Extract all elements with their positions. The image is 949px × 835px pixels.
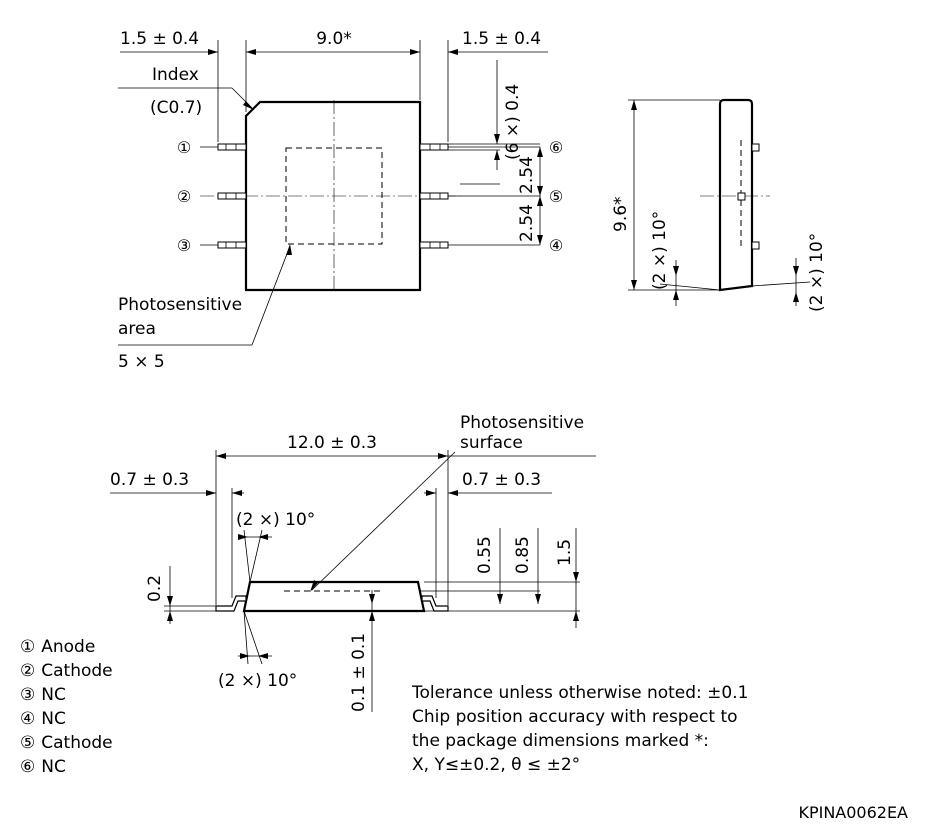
dim-right-lead-protrusion: 0.7 ± 0.3 [462,470,541,490]
pin-1-label: ① [177,138,191,157]
right-side-view: 9.6* (2 ×) 10° (2 ×) 10° [611,98,827,312]
dim-package-width: 9.0* [316,29,352,49]
angle-top: (2 ×) 10° [236,510,315,530]
pin-3-label: ③ [177,236,191,255]
note-line-4: X, Y≤±0.2, θ ≤ ±2° [412,755,580,775]
drawing-code: KPINA0062EA [798,803,908,822]
right-side-package-body [718,98,754,292]
index-label: Index [152,65,199,85]
dim-1-5: 1.5 [555,539,575,566]
photosensitive-surface-label-2: surface [460,433,523,453]
pin-5-label: ⑤ [549,187,563,206]
pin-2-label: ② [177,187,191,206]
dim-left-lead-length: 1.5 ± 0.4 [120,29,199,49]
dim-lead-width: (6 ×) 0.4 [503,84,523,160]
note-line-1: Tolerance unless otherwise noted: ±0.1 [411,683,748,703]
dim-side-height: 9.6* [611,196,631,232]
right-leads [419,143,540,249]
dim-0-55: 0.55 [475,536,495,574]
angle-bottom: (2 ×) 10° [218,671,297,691]
photosensitive-surface-label-1: Photosensitive [460,413,584,433]
photosensitive-area-label-2: area [118,319,156,339]
angle-side-left: (2 ×) 10° [650,211,670,290]
chamfer-label: (C0.7) [150,98,202,118]
dim-lead-thickness: 0.2 [145,575,165,602]
notes: Tolerance unless otherwise noted: ±0.1 C… [411,683,748,775]
dim-pitch-2: 2.54 [517,204,537,242]
bottom-side-package-body [242,580,426,613]
note-line-3: the package dimensions marked *: [412,731,709,751]
note-line-2: Chip position accuracy with respect to [412,707,738,727]
left-leads [200,143,247,249]
dim-pitch-1: 2.54 [517,156,537,194]
dim-left-lead-protrusion: 0.7 ± 0.3 [110,470,189,490]
pin-6-label: ⑥ [549,138,563,157]
dim-0-85: 0.85 [513,536,533,574]
dim-standoff: 0.1 ± 0.1 [349,633,369,712]
photosensitive-area-label-1: Photosensitive [118,295,242,315]
angle-side-right: (2 ×) 10° [807,233,827,312]
pin-4-label: ④ [549,236,563,255]
top-view: ① ② ③ ⑥ ⑤ ④ 1.5 ± 0.4 9.0* 1.5 ± 0.4 Ind… [118,29,563,372]
dim-overall-length: 12.0 ± 0.3 [287,433,377,453]
photosensitive-area-size: 5 × 5 [118,352,165,372]
bottom-side-view: 12.0 ± 0.3 Photosensitive surface 0.7 ± … [110,413,596,712]
dim-right-lead-length: 1.5 ± 0.4 [462,29,541,49]
